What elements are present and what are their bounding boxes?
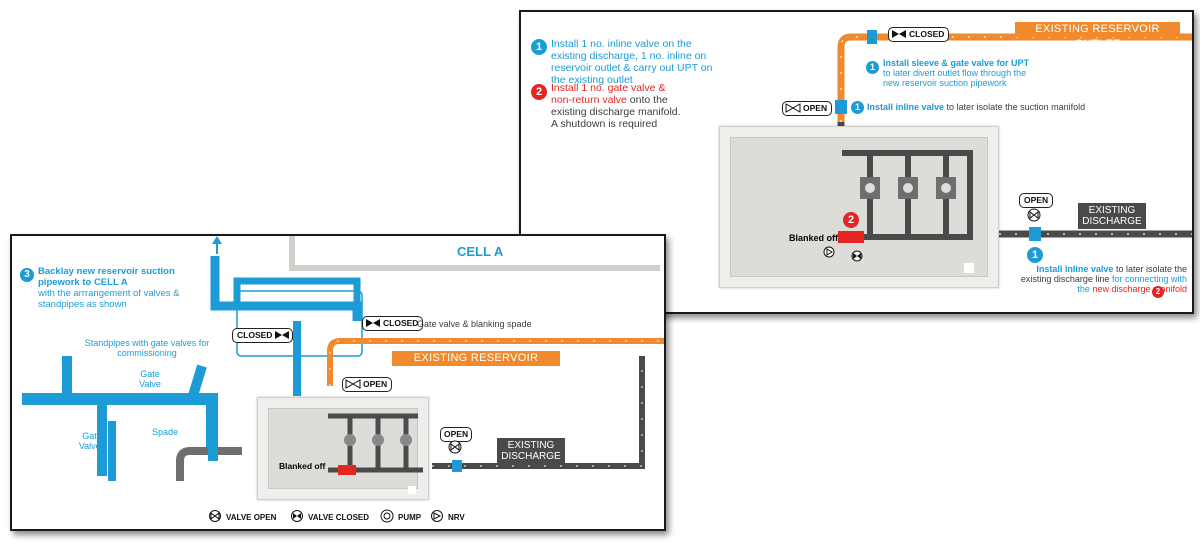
existing-discharge-label: EXISTING DISCHARGE [1078, 203, 1146, 229]
note2-text: Install 1 no. gate valve & non-return va… [551, 82, 681, 130]
open-tag-suction: OPEN [782, 101, 833, 116]
valve-closed-icon [892, 30, 906, 38]
spade-label: Spade [152, 427, 179, 437]
valve-open-icon [209, 510, 221, 522]
inline-callout-text: Install inline valve to later isolate th… [867, 102, 1086, 112]
note1-badge: 1 [531, 39, 547, 55]
closed-tag-right: CLOSED [362, 316, 424, 331]
inline-valve-discharge [1029, 227, 1041, 241]
reservoir-outlet-banner: EXISTING RESERVOIR OUTLET [392, 351, 560, 379]
closed-tag-left: CLOSED [232, 328, 294, 343]
valve-closed-icon [851, 250, 863, 262]
discharge-callout-text: Install inline valve to later isolate th… [1020, 264, 1187, 294]
pump-room-top [719, 126, 999, 288]
valve-open-icon [785, 103, 801, 113]
pump-manifold-bottom [328, 413, 423, 494]
legend-valve-open: VALVE OPEN [226, 513, 277, 522]
gate-spade-label: Gate valve & blanking spade [417, 319, 532, 329]
note3-badge: 3 [20, 268, 34, 282]
inline-valve-outlet [867, 30, 877, 44]
pump-room-bottom [257, 397, 429, 500]
note3-text: Backlay new reservoir suction pipework t… [38, 266, 180, 310]
inline-valve-suction [835, 100, 847, 114]
valve-open-icon [345, 379, 361, 389]
open-tag-discharge: OPEN [1019, 193, 1054, 208]
closed-tag: CLOSED [888, 27, 950, 42]
standpipe-assembly [22, 393, 218, 451]
bottom-pipework-svg [22, 236, 664, 481]
diagram-panel-bottom: CELL A 3 Backlay new reservoir suction p… [10, 234, 666, 531]
pump-manifold-top [838, 150, 974, 273]
gate-valves-label: Gate Valves [78, 431, 106, 451]
valve-closed-icon [275, 331, 290, 339]
valve-open-icon [1027, 208, 1041, 222]
gate-valve-label: Gate Valve [139, 369, 161, 389]
reservoir-outlet-pipe [327, 338, 664, 386]
blanked-label: Blanked off [789, 233, 839, 243]
discharge-callout-badge: 1 [1027, 247, 1043, 263]
reservoir-outlet-pipe [837, 33, 1192, 122]
existing-discharge-label: EXISTING DISCHARGE [497, 438, 565, 464]
sleeve-callout-badge: 1 [866, 61, 879, 74]
legend-nrv: NRV [448, 513, 465, 522]
nrv-icon [431, 510, 443, 522]
valve-closed-icon [366, 319, 380, 327]
discharge-callout-badge-red: 2 [1152, 286, 1164, 298]
valve-open-icon [448, 440, 462, 454]
note1-text: Install 1 no. inline valve on the existi… [551, 38, 713, 86]
blanked-badge: 2 [843, 212, 859, 228]
open-tag-outlet: OPEN [342, 377, 393, 392]
nrv-icon [823, 246, 835, 258]
standpipes-label: Standpipes with gate valves for commissi… [84, 338, 210, 358]
new-suction-pipework [210, 256, 362, 321]
pump-icon [380, 509, 394, 523]
note2-badge: 2 [531, 84, 547, 100]
legend-pump: PUMP [398, 513, 422, 522]
valve-closed-icon [291, 510, 303, 522]
legend-valve-closed: VALVE CLOSED [308, 513, 370, 522]
inline-callout-badge: 1 [851, 101, 864, 114]
reservoir-outlet-banner: EXISTING RESERVOIR OUTLET [1015, 22, 1180, 50]
cell-a-title: CELL A [457, 244, 504, 259]
blanked-label: Blanked off [279, 461, 326, 471]
